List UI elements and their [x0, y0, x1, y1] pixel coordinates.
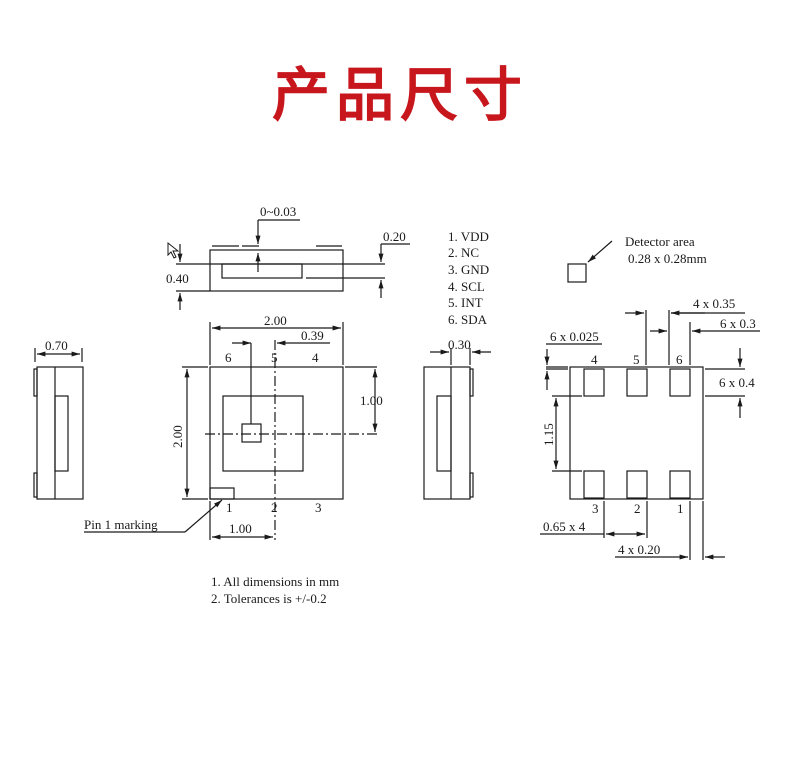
- pin-number: 6: [225, 350, 232, 365]
- side-view-right: [423, 348, 491, 500]
- dim-left-width: 0.70: [45, 338, 68, 353]
- dim-pad-width: 6 x 0.3: [720, 316, 756, 331]
- dim-pitch-x: 4 x 0.35: [693, 296, 735, 311]
- pin1-marking-label: Pin 1 marking: [84, 517, 158, 532]
- dim-pitch: 0.65 x 4: [543, 519, 586, 534]
- pin-number: 2: [271, 500, 278, 515]
- dim-pad-spacing: 1.15: [541, 423, 556, 446]
- pin-number: 1: [677, 501, 684, 516]
- dim-offset-x: 0.39: [301, 328, 324, 343]
- detector-symbol: [567, 240, 613, 283]
- pin-label: 4. SCL: [448, 279, 485, 294]
- detector-size: 0.28 x 0.28mm: [628, 251, 707, 266]
- dim-right-width: 0.30: [448, 337, 471, 352]
- side-view-top: [167, 219, 410, 310]
- pin-number: 6: [676, 352, 683, 367]
- bottom-view-labels: 4 x 0.35 6 x 0.3 6 x 0.025 4 5 6 6 x 0.4…: [541, 296, 756, 557]
- note: 1. All dimensions in mm: [211, 574, 339, 589]
- pin-number: 1: [226, 500, 233, 515]
- detector-label: Detector area: [625, 234, 695, 249]
- side-view-left: [33, 348, 84, 500]
- pin-label: 2. NC: [448, 245, 479, 260]
- pin-label: 5. INT: [448, 295, 483, 310]
- top-view-labels: 2.00 0.39 6 5 4 1.00 2.00 1 2 3 Pin 1 ma…: [84, 313, 383, 536]
- notes: 1. All dimensions in mm 2. Tolerances is…: [211, 574, 339, 606]
- top-view: [84, 322, 378, 540]
- dim-width: 2.00: [264, 313, 287, 328]
- dim-bottom-offset: 1.00: [229, 521, 252, 536]
- pin-number: 5: [271, 350, 278, 365]
- pin-label: 1. VDD: [448, 229, 489, 244]
- dim-height: 2.00: [170, 425, 185, 448]
- side-view-top-labels: 0~0.03 0.40 0.20: [166, 204, 406, 286]
- pin-number: 3: [315, 500, 322, 515]
- pin-number: 4: [591, 352, 598, 367]
- dim-pad-height: 6 x 0.4: [719, 375, 755, 390]
- bottom-view: [540, 310, 760, 560]
- pin-label: 3. GND: [448, 262, 489, 277]
- pin-number: 3: [592, 501, 599, 516]
- dim-offset-y: 1.00: [360, 393, 383, 408]
- dim-height: 0.40: [166, 271, 189, 286]
- dim-edge: 4 x 0.20: [618, 542, 660, 557]
- pin-number: 2: [634, 501, 641, 516]
- detector-labels: Detector area 0.28 x 0.28mm: [625, 234, 707, 266]
- dim-edge-gap: 6 x 0.025: [550, 329, 599, 344]
- pin-label: 6. SDA: [448, 312, 488, 327]
- pin-number: 5: [633, 352, 640, 367]
- note: 2. Tolerances is +/-0.2: [211, 591, 327, 606]
- dim-gap: 0~0.03: [260, 204, 296, 219]
- page-title: 产品尺寸: [271, 61, 528, 129]
- pinout-list: 1. VDD 2. NC 3. GND 4. SCL 5. INT 6. SDA: [448, 229, 489, 327]
- pin-number: 4: [312, 350, 319, 365]
- dim-window: 0.20: [383, 229, 406, 244]
